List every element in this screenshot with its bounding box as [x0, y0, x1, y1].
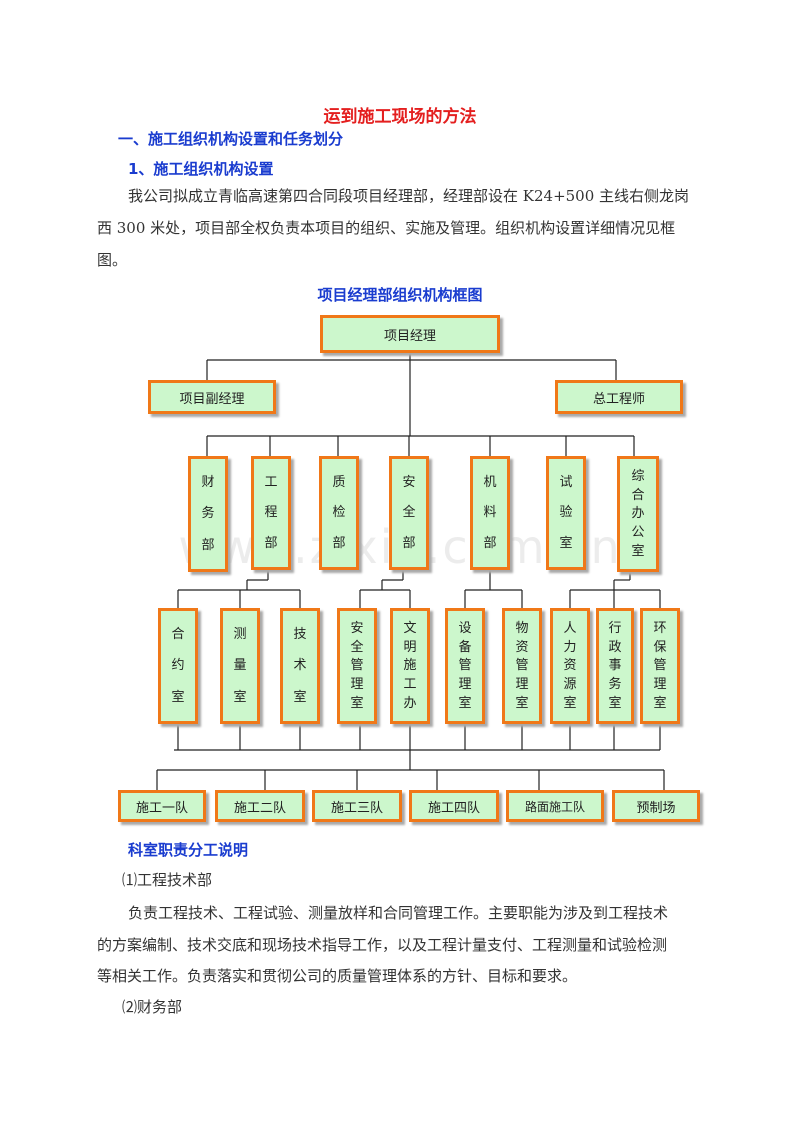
- office-label: 物资管理室: [515, 620, 529, 712]
- org-box-team: 施工二队: [215, 790, 305, 822]
- dept-label: 质检部: [332, 474, 346, 552]
- org-box-office: 物资管理室: [502, 608, 542, 724]
- chart-title: 项目经理部组织机构框图: [317, 286, 483, 304]
- org-box-office: 技术室: [280, 608, 320, 724]
- org-box-department: 试验室: [546, 456, 586, 570]
- list-item-heading: ⑵财务部: [122, 998, 183, 1016]
- paragraph-line: 我公司拟成立青临高速第四合同段项目经理部，经理部设在 K24+500 主线右侧龙…: [128, 187, 690, 205]
- office-label: 测量室: [233, 627, 247, 705]
- office-label: 环保管理室: [653, 620, 667, 712]
- paragraph-line: 等相关工作。负责落实和贯彻公司的质量管理体系的方针、目标和要求。: [97, 967, 578, 985]
- org-box-department: 综合办公室: [617, 456, 659, 572]
- org-box-chief-engineer: 总工程师: [555, 380, 683, 414]
- org-box-department: 财务部: [188, 456, 228, 572]
- subsection-heading: 1、施工组织机构设置: [128, 160, 274, 178]
- org-box-department: 工程部: [251, 456, 291, 570]
- dept-label: 安全部: [402, 474, 416, 552]
- paragraph-line: 的方案编制、技术交底和现场技术指导工作，以及工程计量支付、工程测量和试验检测: [97, 936, 668, 954]
- document-title: 运到施工现场的方法: [323, 107, 477, 127]
- org-chart-connectors: [156, 353, 665, 790]
- org-box-office: 测量室: [220, 608, 260, 724]
- org-box-team: 施工四队: [409, 790, 499, 822]
- dept-label: 机料部: [483, 474, 497, 552]
- org-box-office: 安全管理室: [337, 608, 377, 724]
- org-box-office: 合约室: [158, 608, 198, 724]
- org-box-project-manager: 项目经理: [320, 315, 500, 353]
- office-label: 人力资源室: [563, 620, 577, 712]
- org-box-office: 人力资源室: [550, 608, 590, 724]
- org-box-team: 路面施工队: [506, 790, 604, 822]
- dept-label: 综合办公室: [631, 468, 645, 560]
- org-box-office: 环保管理室: [640, 608, 680, 724]
- paragraph-line: 负责工程技术、工程试验、测量放样和合同管理工作。主要职能为涉及到工程技术: [128, 904, 669, 922]
- org-box-department: 安全部: [389, 456, 429, 570]
- paragraph-line: 图。: [97, 251, 128, 269]
- paragraph-line: 西 300 米处，项目部全权负责本项目的组织、实施及管理。组织机构设置详细情况见…: [97, 219, 676, 237]
- org-box-department: 质检部: [319, 456, 359, 570]
- section-heading: 一、施工组织机构设置和任务划分: [118, 130, 344, 148]
- dept-label: 财务部: [201, 475, 215, 553]
- office-label: 文明施工办: [403, 620, 417, 712]
- office-label: 合约室: [171, 627, 185, 705]
- office-label: 安全管理室: [350, 620, 364, 712]
- org-box-office: 行政事务室: [596, 608, 634, 724]
- office-label: 行政事务室: [608, 620, 622, 712]
- duties-heading: 科室职责分工说明: [128, 841, 249, 859]
- org-box-team: 施工三队: [312, 790, 402, 822]
- dept-label: 工程部: [264, 474, 278, 552]
- list-item-heading: ⑴工程技术部: [122, 871, 213, 889]
- org-box-office: 文明施工办: [390, 608, 430, 724]
- org-box-department: 机料部: [470, 456, 510, 570]
- org-box-office: 设备管理室: [445, 608, 485, 724]
- office-label: 设备管理室: [458, 620, 472, 712]
- org-box-team: 施工一队: [118, 790, 206, 822]
- org-box-team: 预制场: [612, 790, 700, 822]
- dept-label: 试验室: [559, 474, 573, 552]
- org-box-deputy-manager: 项目副经理: [148, 380, 276, 414]
- office-label: 技术室: [293, 627, 307, 705]
